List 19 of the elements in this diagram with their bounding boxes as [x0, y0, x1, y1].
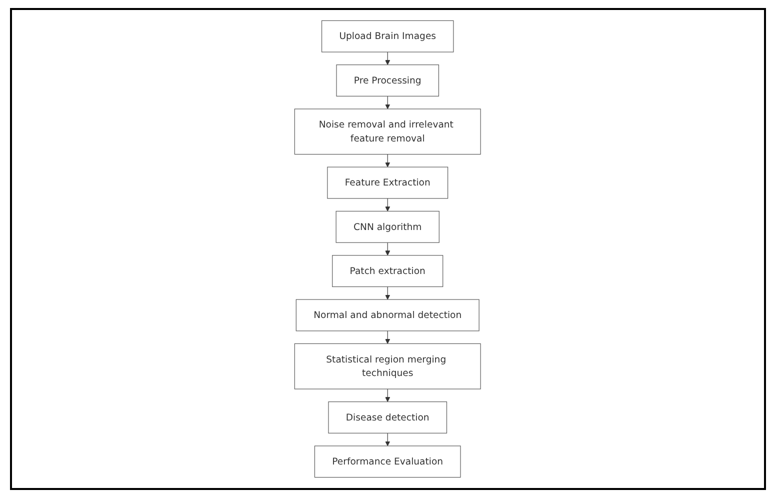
node-box: Upload Brain Images: [322, 20, 454, 52]
arrow: [385, 330, 391, 344]
node-box: Statistical region merging techniques: [294, 343, 482, 390]
node-box: Normal and abnormal detection: [296, 299, 480, 332]
arrow: [385, 242, 391, 256]
node-box: Performance Evaluation: [314, 446, 462, 478]
arrow: [385, 432, 391, 446]
node-box: CNN algorithm: [336, 210, 440, 243]
node-box: Pre Processing: [336, 64, 440, 96]
arrow: [385, 286, 391, 300]
node-box: Feature Extraction: [328, 166, 448, 199]
arrow: [385, 198, 391, 212]
node-box: Disease detection: [328, 402, 448, 434]
arrow: [385, 96, 391, 110]
arrow: [385, 388, 391, 402]
node-box: Patch extraction: [332, 255, 444, 288]
node-box: Noise removal and irrelevant feature removal: [294, 108, 482, 155]
arrow: [385, 52, 391, 66]
arrow: [385, 154, 391, 168]
